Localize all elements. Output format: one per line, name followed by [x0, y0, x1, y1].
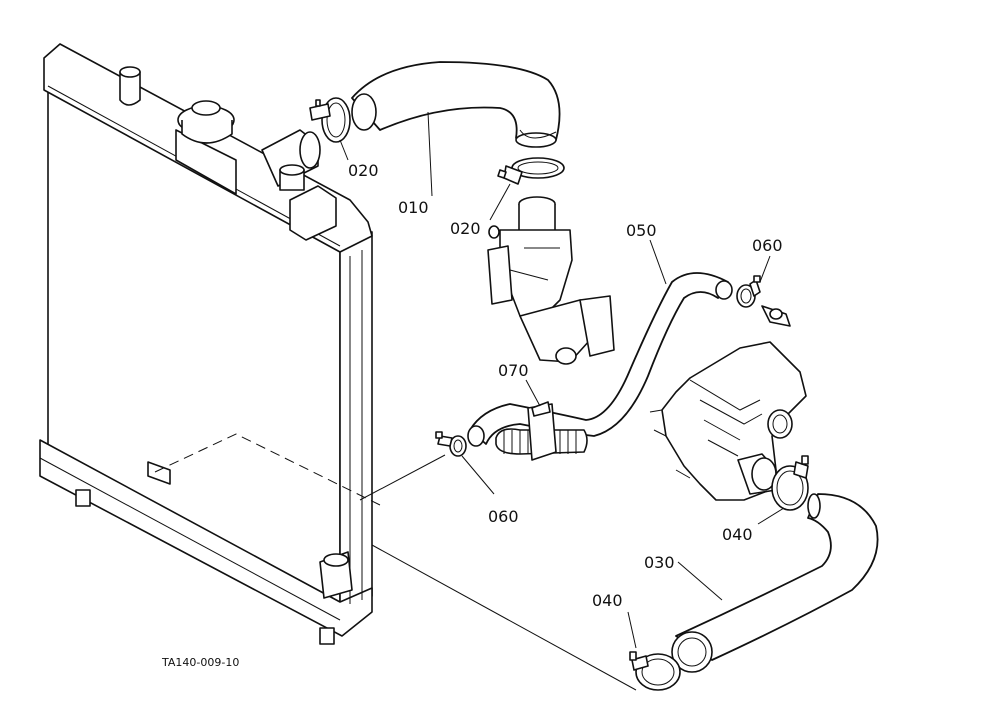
hose-clamp-bypass-left: [435, 431, 467, 457]
hose-clamp-bypass-right: [736, 275, 791, 327]
label-clamp-lower-right: 040: [722, 525, 753, 544]
hose-clamp-upper-left: [309, 97, 351, 143]
upper-hose: [351, 61, 561, 148]
hose-clamp-lower-left: [629, 651, 681, 691]
label-lower-hose: 030: [644, 553, 675, 572]
label-clamp-lower-left: 040: [592, 591, 623, 610]
reference-line: [371, 544, 637, 691]
leader-lines: [339, 111, 785, 649]
label-clamp-bypass-right: 060: [752, 236, 783, 255]
label-bypass-hose: 050: [626, 221, 657, 240]
label-hose-clip: 070: [498, 361, 529, 380]
hose-clamp-upper-right: [497, 157, 565, 185]
radiator: [39, 43, 373, 645]
hose-clamp-lower-right: [771, 455, 809, 511]
label-clamp-bypass-left: 060: [488, 507, 519, 526]
lower-hose: [671, 493, 879, 673]
label-upper-hose: 010: [398, 198, 429, 217]
label-clamp-upper-left: 020: [348, 161, 379, 180]
drawing-code: TA140-009-10: [161, 656, 239, 669]
thermostat-housing: [487, 196, 615, 365]
label-clamp-upper-right: 020: [450, 219, 481, 238]
reference-line: [154, 433, 381, 506]
reference-line: [359, 454, 446, 501]
hose-clip: [495, 401, 588, 461]
